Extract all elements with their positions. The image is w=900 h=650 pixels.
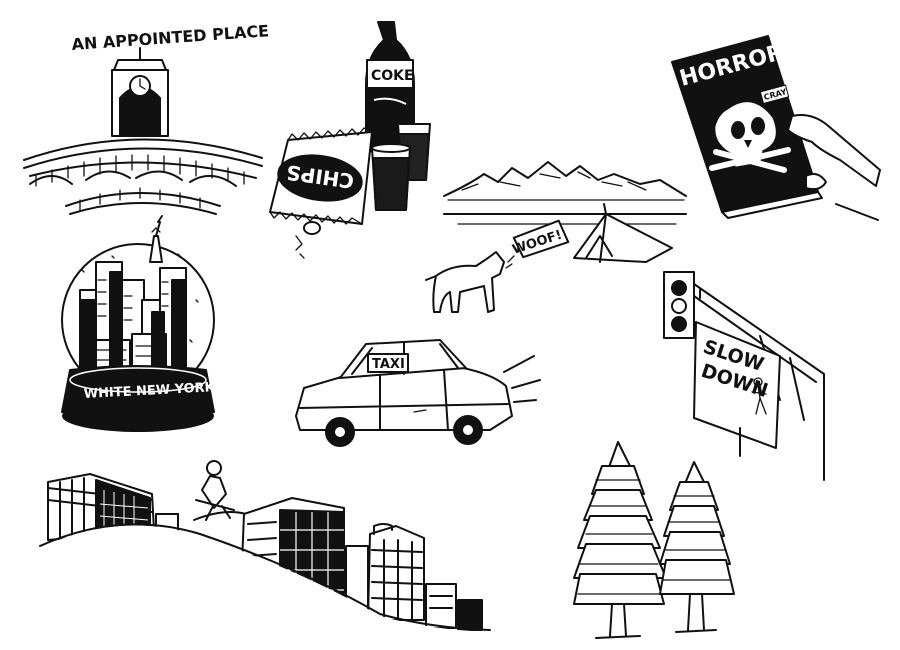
taxi-illustration: TAXI bbox=[295, 339, 541, 447]
pine-trees-illustration bbox=[573, 441, 735, 639]
snowy-hill bbox=[39, 523, 491, 631]
tent bbox=[573, 213, 673, 263]
chip-crumb bbox=[303, 221, 321, 235]
snowboard-city-illustration bbox=[39, 460, 491, 650]
globe-base-label: WHITE NEW YORK bbox=[83, 380, 216, 402]
slow-down-sign bbox=[693, 321, 781, 449]
taxi-body bbox=[295, 365, 513, 431]
statue-of-liberty-icon bbox=[149, 235, 163, 263]
taxi-sign bbox=[367, 353, 409, 373]
skeleton-icon bbox=[751, 385, 767, 415]
snowboard bbox=[193, 511, 247, 521]
woof-bubble bbox=[512, 219, 570, 259]
appointed-place-label: AN APPOINTED PLACE bbox=[71, 21, 270, 54]
clock-tower-illustration: AN APPOINTED PLACE bbox=[23, 21, 270, 215]
coke-label: COKE bbox=[371, 68, 414, 84]
pine-tree-left bbox=[573, 441, 667, 639]
dog bbox=[432, 251, 505, 313]
snow-globe-illustration: WHITE NEW YORK bbox=[61, 215, 216, 432]
horror-book-illustration: HORROR CRAY bbox=[671, 35, 881, 221]
pine-tree-right bbox=[659, 461, 735, 633]
hand bbox=[787, 114, 881, 187]
slow-down-sign-illustration: SLOW DOWN bbox=[663, 271, 825, 481]
taxi-label: TAXI bbox=[372, 357, 405, 372]
coke-and-chips-illustration: COKE CHIPS bbox=[269, 21, 431, 259]
camping-illustration: WOOF! bbox=[425, 161, 687, 313]
